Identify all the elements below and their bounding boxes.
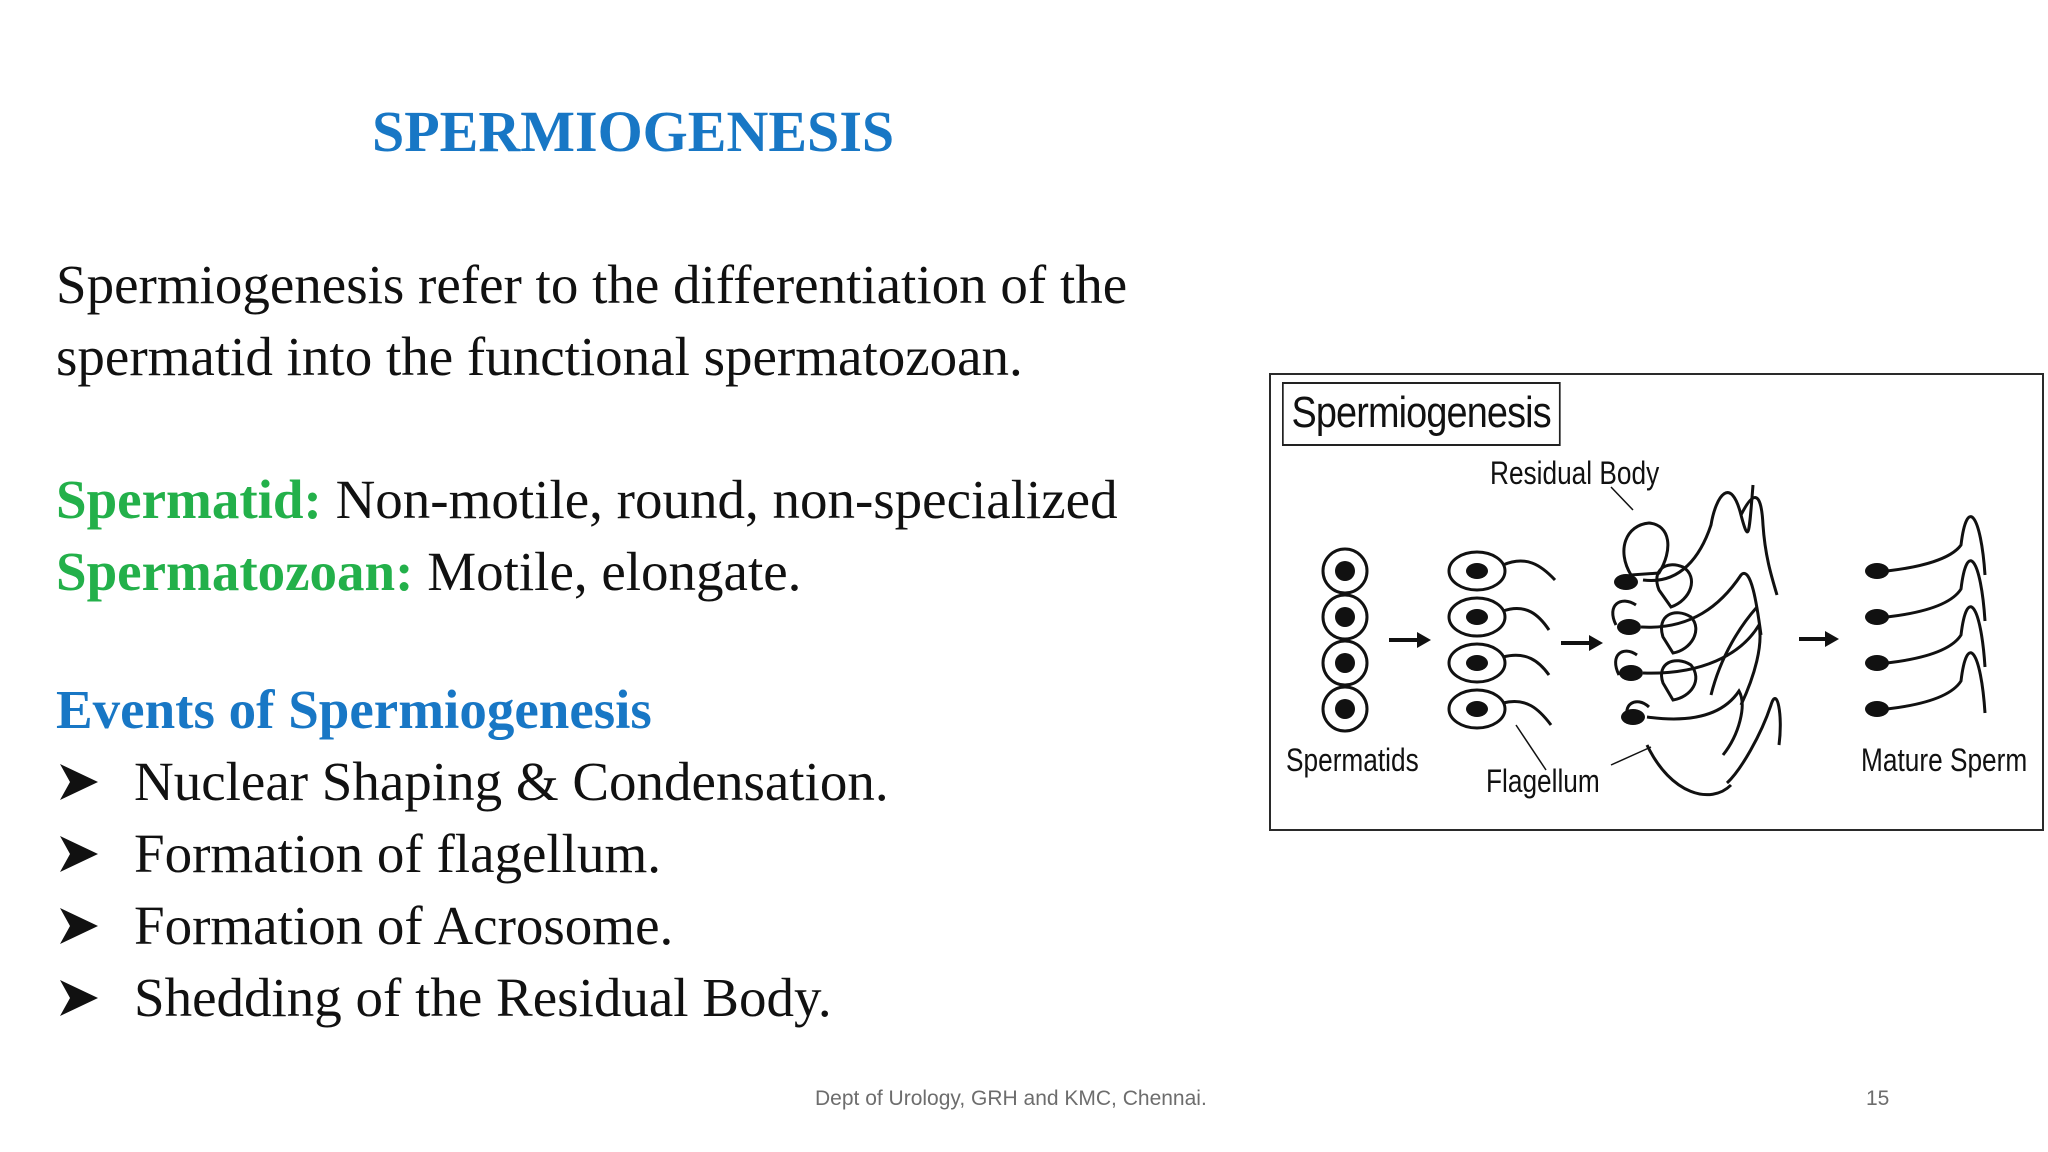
arrowhead-bullet-icon: [58, 834, 108, 874]
label-flagellum: Flagellum: [1486, 763, 1600, 799]
event-text: Formation of flagellum.: [134, 823, 661, 884]
spermatid-description: Non-motile, round, non-specialized: [335, 469, 1118, 530]
spermatid-cell: [1321, 685, 1369, 733]
label-mature-sperm: Mature Sperm: [1861, 742, 2028, 778]
arrow-icon: [1389, 632, 1431, 648]
list-item: Shedding of the Residual Body.: [58, 962, 889, 1034]
figure-title: Spermiogenesis: [1282, 382, 1561, 446]
events-list: Nuclear Shaping & Condensation. Formatio…: [58, 746, 889, 1034]
spermiogenesis-diagram: [1321, 484, 1987, 797]
spermatid-cell: [1321, 547, 1369, 595]
list-item: Nuclear Shaping & Condensation.: [58, 746, 889, 818]
list-item: Formation of Acrosome.: [58, 890, 889, 962]
arrow-icon: [1561, 635, 1603, 651]
spermatozoan-definition: Spermatozoan: Motile, elongate.: [56, 536, 801, 608]
definition-line-2: spermatid into the functional spermatozo…: [56, 326, 1023, 387]
definition-line-1: Spermiogenesis refer to the differentiat…: [56, 254, 1128, 315]
spermatid-label: Spermatid:: [56, 469, 322, 530]
arrowhead-bullet-icon: [58, 906, 108, 946]
arrowhead-bullet-icon: [58, 762, 108, 802]
label-spermatids: Spermatids: [1286, 742, 1419, 778]
events-heading: Events of Spermiogenesis: [56, 679, 652, 740]
spermatid-cell: [1321, 639, 1369, 687]
event-text: Shedding of the Residual Body.: [134, 967, 832, 1028]
spermatid-cell: [1321, 593, 1369, 641]
spermatozoan-label: Spermatozoan:: [56, 541, 414, 602]
list-item: Formation of flagellum.: [58, 818, 889, 890]
arrowhead-bullet-icon: [58, 978, 108, 1018]
spermatozoan-description: Motile, elongate.: [427, 541, 802, 602]
event-text: Formation of Acrosome.: [134, 895, 674, 956]
page-number: 15: [1866, 1087, 1890, 1110]
arrow-icon: [1799, 631, 1839, 647]
spermatid-definition: Spermatid: Non-motile, round, non-specia…: [56, 464, 1118, 536]
label-residual-body: Residual Body: [1490, 455, 1660, 491]
event-text: Nuclear Shaping & Condensation.: [134, 751, 889, 812]
slide-title: SPERMIOGENESIS: [372, 99, 895, 164]
spermiogenesis-figure: Spermiogenesis Residual Body Spermatids …: [1269, 373, 2044, 831]
footer-text: Dept of Urology, GRH and KMC, Chennai.: [815, 1087, 1207, 1110]
